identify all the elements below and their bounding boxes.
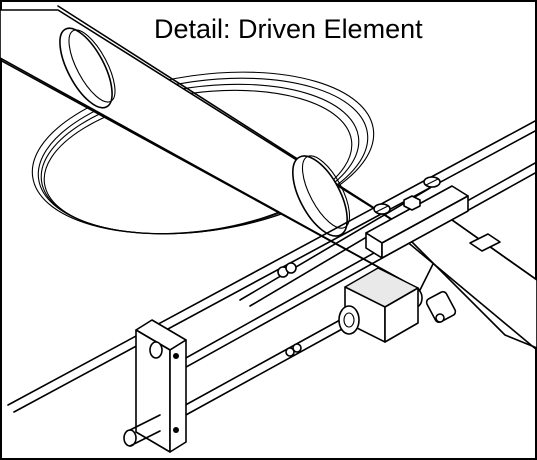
balun-box (338, 267, 419, 343)
balun-fitting (338, 305, 360, 335)
coax-connector (409, 233, 501, 324)
boom-coupler-right (292, 155, 348, 237)
boom-coupler-left (59, 27, 113, 109)
main-boom-tube (0, 5, 441, 291)
support-bracket (123, 319, 187, 453)
bracket-hole-bottom (173, 427, 179, 433)
diagram-title: Detail: Driven Element (154, 14, 423, 44)
bracket-hole-top (173, 353, 179, 359)
rod-end-upper (149, 341, 163, 359)
clamp-nut (403, 195, 421, 211)
element-clamp (365, 176, 469, 259)
element-gap (277, 262, 302, 357)
